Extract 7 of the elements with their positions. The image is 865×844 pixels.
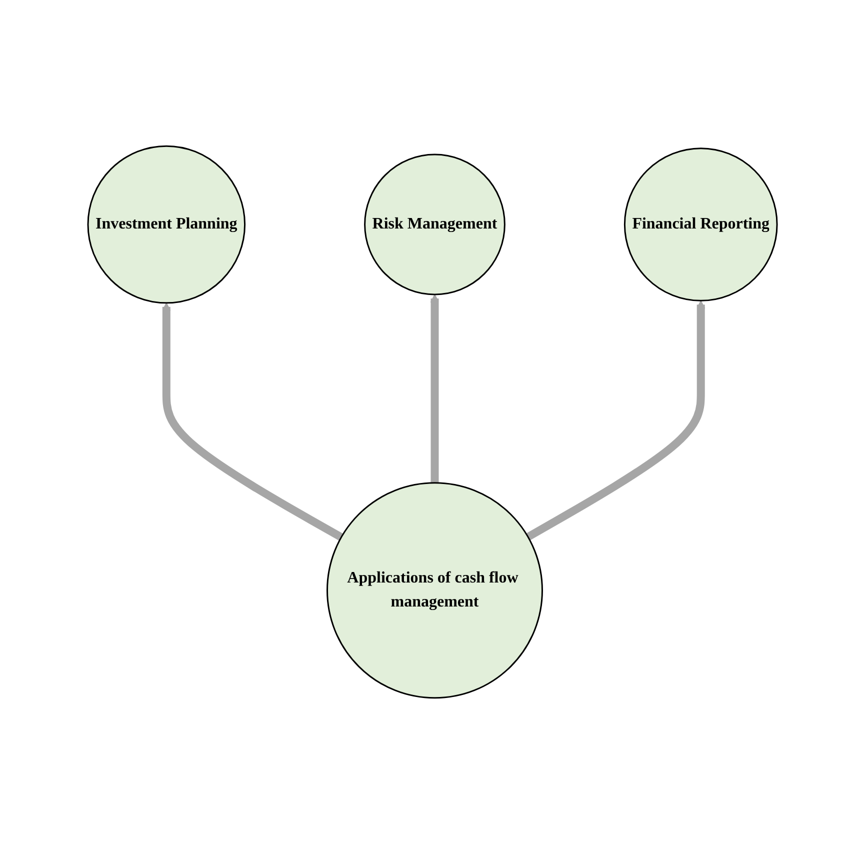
arrow: [526, 300, 706, 540]
arrow: [162, 302, 344, 541]
node-circle: Applications of cash flow management: [326, 482, 543, 699]
node-circle: Investment Planning: [87, 145, 246, 304]
node-circle: Financial Reporting: [624, 148, 778, 302]
node-circle: Risk Management: [364, 154, 506, 296]
arrow: [430, 294, 440, 483]
